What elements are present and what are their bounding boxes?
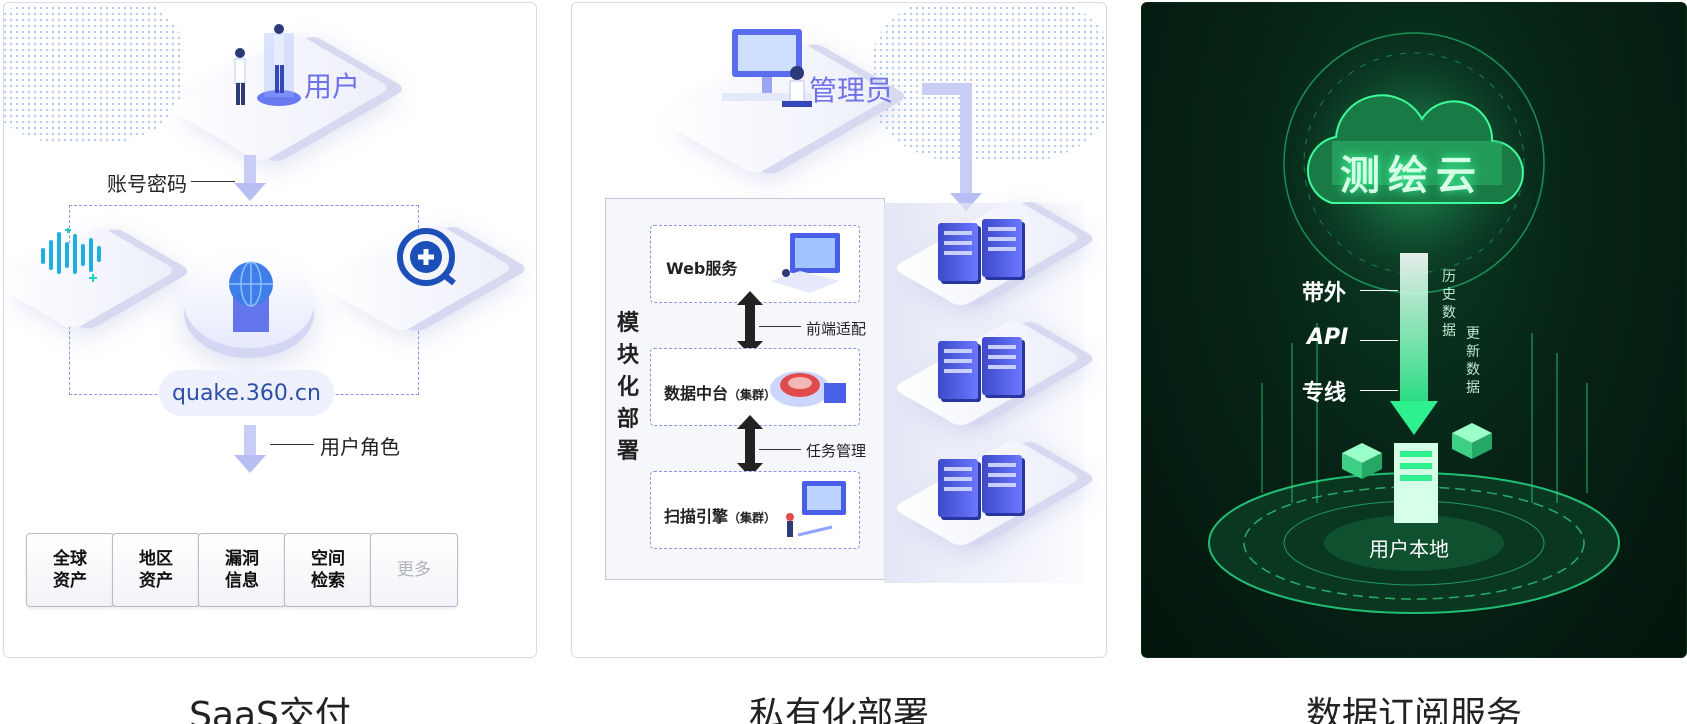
credential-arrow-stem	[244, 155, 256, 183]
admin-workstation-icon	[722, 29, 812, 107]
channel-line-2	[1360, 340, 1398, 341]
sound-wave-icon	[41, 228, 101, 282]
channel-line-3	[1360, 390, 1398, 391]
scanner-label: 扫描引擎（集群）	[664, 503, 776, 527]
module-vulnerability-info[interactable]: 漏洞 信息	[198, 533, 286, 607]
task-manage-label: 任务管理	[806, 442, 867, 460]
task-manage-arrow-top	[737, 415, 763, 429]
scanner-screen-icon	[786, 481, 846, 537]
server-icon	[982, 455, 1022, 513]
site-label: quake.360.cn	[172, 380, 321, 406]
server-icon	[938, 223, 978, 281]
role-arrow-head	[234, 455, 266, 473]
data-center-note: （集群）	[728, 388, 777, 402]
module-more[interactable]: 更多	[370, 533, 458, 607]
data-flow-arrow-head	[1390, 401, 1438, 435]
private-panel: 管理员 模 块 化 部 署 Web服务 前端适配 数据中台（集群） 任务管理 扫…	[571, 2, 1107, 658]
plus-shield-icon	[397, 228, 456, 286]
data-flow-arrow-stem	[1400, 253, 1428, 403]
credential-pointer-line	[191, 181, 235, 182]
admin-arrow-horizontal	[922, 83, 972, 95]
local-label: 用户本地	[1369, 537, 1449, 561]
user-figures-icon	[234, 24, 301, 106]
caption-subscription: 数据订阅服务	[1305, 695, 1522, 724]
dot-wave-decoration	[4, 3, 184, 143]
history-data-label: 历史数据	[1442, 269, 1456, 339]
credential-label: 账号密码	[107, 172, 187, 196]
server-icon	[938, 341, 978, 399]
vertical-label: 模 块 化 部 署	[617, 311, 640, 464]
role-arrow-stem	[244, 425, 256, 455]
channel-dedicated-line: 专线	[1302, 381, 1347, 406]
data-center-title: 数据中台	[664, 384, 729, 403]
local-server-icon	[1342, 423, 1492, 523]
globe-icon	[229, 261, 273, 332]
saas-panel: 用户 账号密码 quak	[3, 2, 537, 658]
caption-private: 私有化部署	[748, 695, 929, 724]
dashboard-icon	[770, 233, 840, 293]
web-service-label: Web服务	[666, 259, 738, 278]
admin-arrow-vertical	[960, 83, 972, 193]
module-region-assets[interactable]: 地区 资产	[112, 533, 200, 607]
credential-arrow-head	[234, 183, 266, 201]
server-icon	[982, 337, 1022, 395]
channel-out-of-band: 带外	[1302, 281, 1347, 306]
caption-saas: SaaS交付	[189, 695, 351, 724]
module-space-search[interactable]: 空间 检索	[284, 533, 372, 607]
channel-api: API	[1307, 325, 1349, 350]
module-global-assets[interactable]: 全球 资产	[26, 533, 114, 607]
data-ring-icon	[770, 371, 846, 407]
admin-label: 管理员	[809, 74, 894, 107]
update-data-label: 更新数据	[1466, 326, 1480, 396]
role-label: 用户角色	[320, 435, 400, 459]
scanner-title: 扫描引擎	[664, 507, 729, 526]
frontend-adapt-label: 前端适配	[806, 320, 867, 338]
subscription-panel: 测绘云 带外 API 专线 历史数据 更新数据 用户本地	[1141, 2, 1687, 658]
task-manage-line	[759, 449, 801, 450]
role-pointer-line	[270, 444, 314, 445]
data-center-label: 数据中台（集群）	[664, 380, 776, 404]
cloud-icon	[1306, 94, 1524, 204]
user-label: 用户	[304, 70, 361, 103]
cloud-label: 测绘云	[1340, 153, 1484, 199]
server-icon	[938, 459, 978, 517]
dot-wave-decoration	[872, 3, 1106, 163]
frontend-adapt-arrow	[745, 299, 755, 349]
frontend-adapt-arrow-top	[737, 291, 763, 305]
site-pill[interactable]: quake.360.cn	[159, 370, 334, 416]
task-manage-arrow	[745, 423, 755, 471]
channel-line-1	[1360, 290, 1398, 291]
frontend-adapt-line	[759, 326, 801, 327]
server-icon	[982, 219, 1022, 277]
scanner-note: （集群）	[728, 511, 777, 525]
